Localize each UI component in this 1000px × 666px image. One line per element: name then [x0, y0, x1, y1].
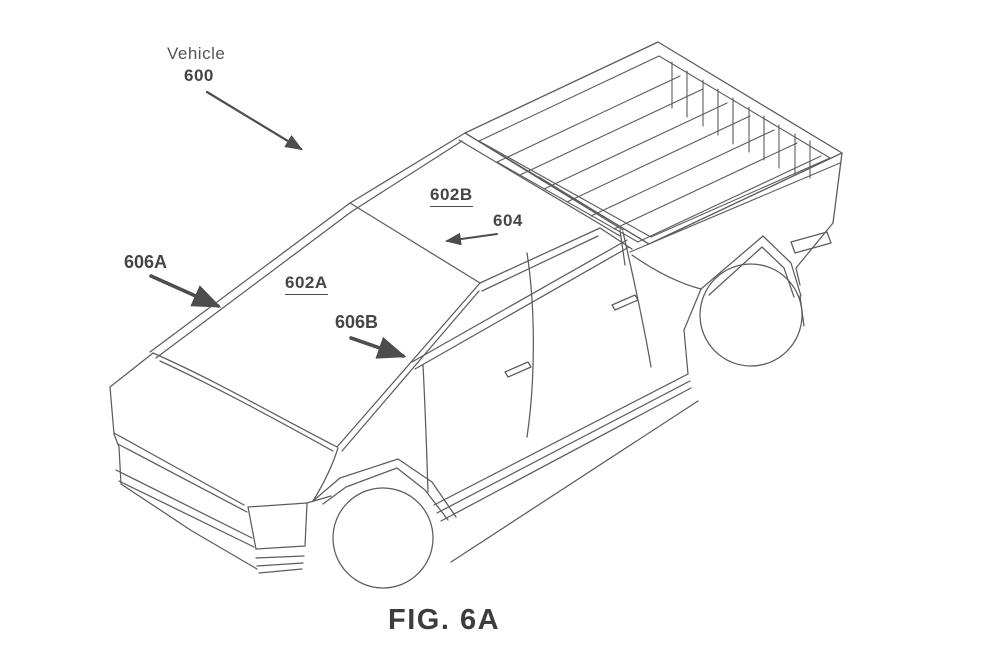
- label-602B: 602B: [430, 185, 473, 207]
- windshield-edges: [336, 202, 481, 452]
- cargo-bed: [464, 41, 843, 253]
- figure-caption: FIG. 6A: [388, 604, 501, 636]
- rear-fender-wheel: [683, 235, 803, 375]
- front-door-handle: [504, 361, 532, 378]
- label-vehicle: Vehicle: [167, 44, 226, 63]
- label-604: 604: [493, 211, 523, 230]
- front-wheel: [332, 487, 434, 589]
- arrow-606A: [149, 274, 222, 308]
- rear-wheel: [699, 263, 803, 367]
- sail-panel: [458, 132, 626, 266]
- arrow-606B: [349, 336, 407, 359]
- arrow-604: [445, 232, 498, 246]
- arrow-600: [205, 90, 303, 151]
- label-606A: 606A: [124, 252, 168, 272]
- leader-arrows: [149, 90, 498, 359]
- front-fender-wheel: [312, 447, 457, 589]
- roof-drip-rail: [479, 227, 633, 292]
- label-600: 600: [184, 66, 214, 85]
- tail-rear-bumper: [790, 222, 834, 327]
- cab-rear-seams: [622, 231, 702, 368]
- hood-and-front: [109, 352, 338, 574]
- label-606B: 606B: [335, 312, 379, 332]
- rear-door-handle: [611, 294, 639, 311]
- body-side: [411, 239, 699, 563]
- label-602A: 602A: [285, 273, 328, 295]
